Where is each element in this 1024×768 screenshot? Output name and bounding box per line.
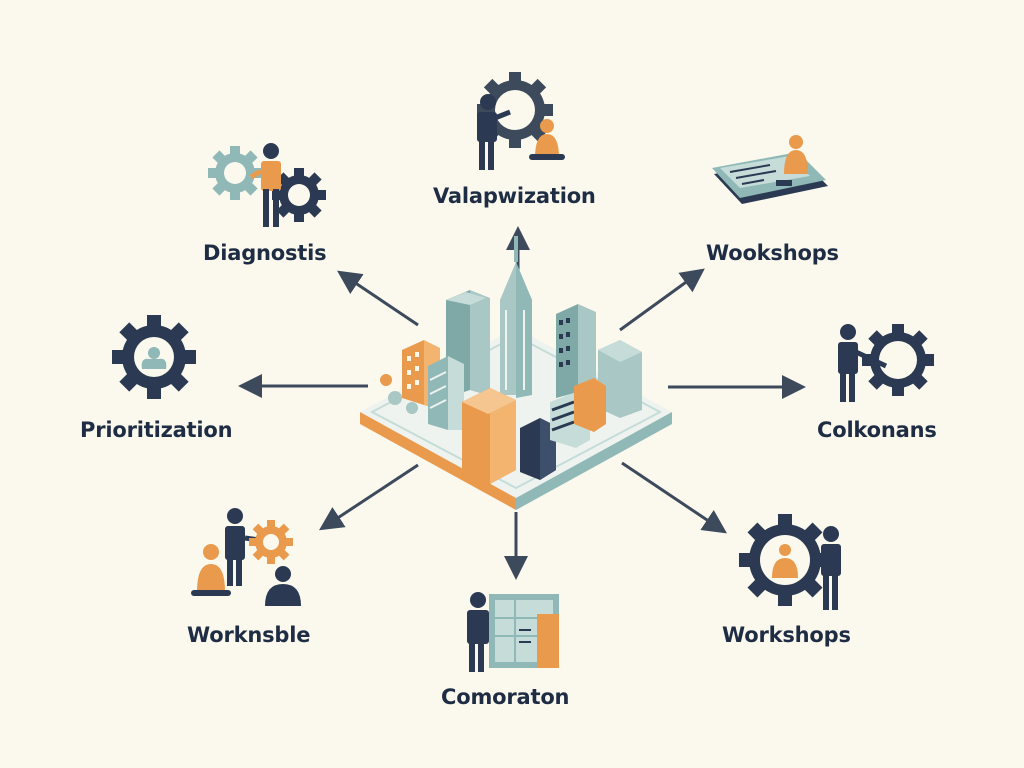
arrow-to-top-right (619, 268, 705, 332)
node-label-bottom-right: Workshops (722, 623, 851, 647)
arrow-to-bottom-left (318, 463, 419, 531)
isometric-city-icon (360, 236, 672, 510)
node-label-top: Valapwization (433, 184, 596, 208)
node-top-person-gear-icon (477, 72, 565, 170)
node-bottom-left-people-gear-icon (191, 508, 301, 606)
node-left-gear-icon (112, 315, 196, 399)
node-right-person-gear-icon (838, 324, 934, 402)
node-label-bottom: Comoraton (441, 685, 570, 709)
node-label-top-left: Diagnostis (203, 241, 327, 265)
arrow-to-top-left (337, 270, 419, 327)
node-top-left-person-gears-icon (208, 143, 326, 227)
node-label-top-right: Wookshops (706, 241, 839, 265)
node-label-right: Colkonans (817, 418, 937, 442)
node-bottom-right-person-gear-icon (739, 514, 841, 610)
node-top-right-person-desk-icon (712, 135, 828, 204)
node-bottom-person-board-icon (467, 592, 559, 672)
node-label-bottom-left: Worknsble (187, 623, 311, 647)
arrow-to-bottom-right (621, 461, 727, 534)
node-label-left: Prioritization (80, 418, 233, 442)
arrows (238, 226, 806, 580)
